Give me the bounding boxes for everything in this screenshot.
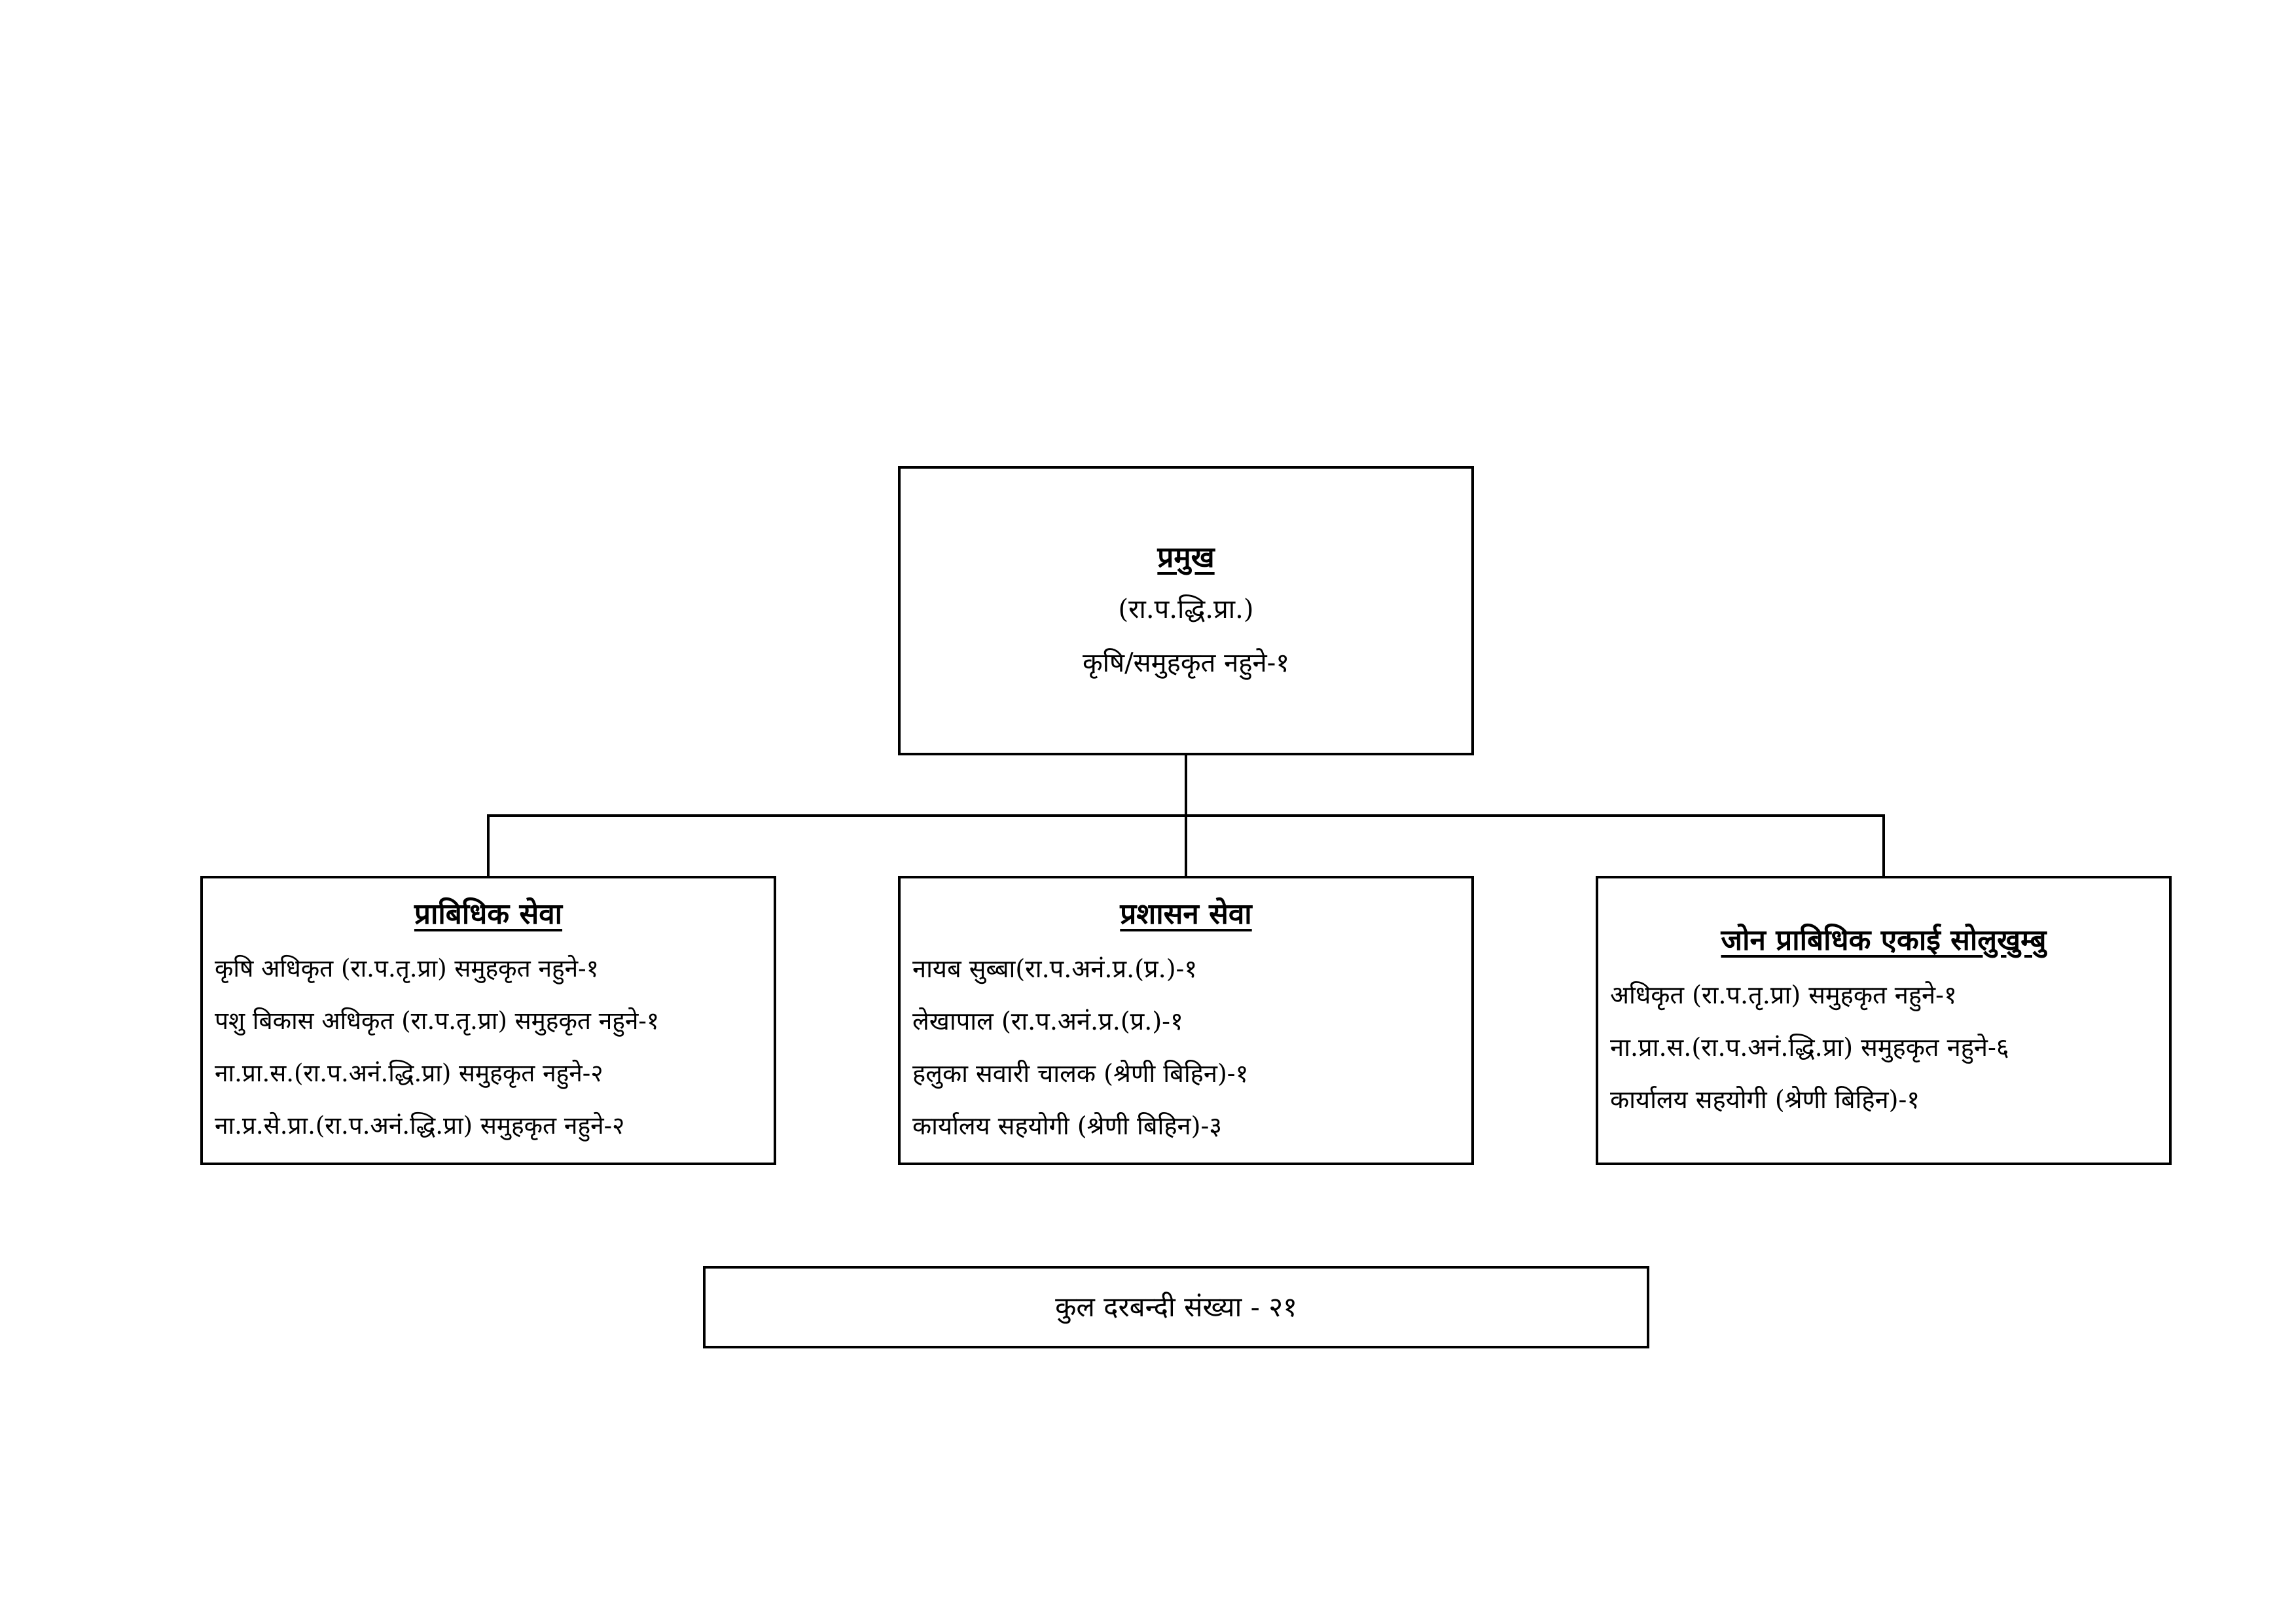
head-grade: (रा.प.द्धि.प्रा.) <box>1118 594 1254 624</box>
list-item: ना.प्रा.स.(रा.प.अनं.द्धि.प्रा) समुहकृत न… <box>1610 1033 2009 1062</box>
head-title: प्रमुख <box>1157 541 1215 574</box>
technical-service-list: कृषि अधिकृत (रा.प.तृ.प्रा) समुहकृत नहुने… <box>203 943 774 1152</box>
zone-technical-unit-list: अधिकृत (रा.प.तृ.प्रा) समुहकृत नहुने-१ ना… <box>1598 969 2169 1126</box>
administration-service-title: प्रशासन सेवा <box>1120 897 1252 931</box>
list-item: कार्यालय सहयोगी (श्रेणी बिहिन)-१ <box>1610 1085 1920 1114</box>
technical-service-box: प्राबिधिक सेवा कृषि अधिकृत (रा.प.तृ.प्रा… <box>200 876 776 1165</box>
head-position: कृषि/समुहकृत नहुने-१ <box>1082 648 1290 678</box>
head-box: प्रमुख (रा.प.द्धि.प्रा.) कृषि/समुहकृत नह… <box>898 466 1474 755</box>
connector-head-down <box>1185 755 1187 817</box>
total-positions-label: कुल दरबन्दी संख्या - २१ <box>1055 1291 1297 1323</box>
connector-left-down <box>487 814 490 876</box>
administration-service-list: नायब सुब्बा(रा.प.अनं.प्र.(प्र.)-१ लेखापा… <box>901 943 1471 1152</box>
connector-right-down <box>1882 814 1885 876</box>
total-positions-box: कुल दरबन्दी संख्या - २१ <box>703 1266 1649 1348</box>
list-item: अधिकृत (रा.प.तृ.प्रा) समुहकृत नहुने-१ <box>1610 981 1957 1009</box>
list-item: नायब सुब्बा(रा.प.अनं.प्र.(प्र.)-१ <box>912 954 1198 983</box>
list-item: कृषि अधिकृत (रा.प.तृ.प्रा) समुहकृत नहुने… <box>215 954 599 983</box>
technical-service-title: प्राबिधिक सेवा <box>414 897 563 931</box>
zone-technical-unit-title: जोन प्राबिधिक एकाई सोलुखुम्बु <box>1721 924 2047 957</box>
administration-service-box: प्रशासन सेवा नायब सुब्बा(रा.प.अनं.प्र.(प… <box>898 876 1474 1165</box>
list-item: लेखापाल (रा.प.अनं.प्र.(प्र.)-१ <box>912 1007 1183 1036</box>
list-item: ना.प्र.से.प्रा.(रा.प.अनं.द्धि.प्रा) समुह… <box>215 1111 625 1140</box>
zone-technical-unit-box: जोन प्राबिधिक एकाई सोलुखुम्बु अधिकृत (रा… <box>1596 876 2172 1165</box>
list-item: पशु बिकास अधिकृत (रा.प.तृ.प्रा) समुहकृत … <box>215 1007 660 1035</box>
head-content: प्रमुख (रा.प.द्धि.प्रा.) कृषि/समुहकृत नह… <box>901 533 1471 690</box>
list-item: ना.प्रा.स.(रा.प.अनं.द्धि.प्रा) समुहकृत न… <box>215 1059 603 1087</box>
list-item: कार्यालय सहयोगी (श्रेणी बिहिन)-३ <box>912 1111 1223 1140</box>
list-item: हलुका सवारी चालक (श्रेणी बिहिन)-१ <box>912 1059 1249 1088</box>
connector-center-down <box>1185 814 1187 876</box>
